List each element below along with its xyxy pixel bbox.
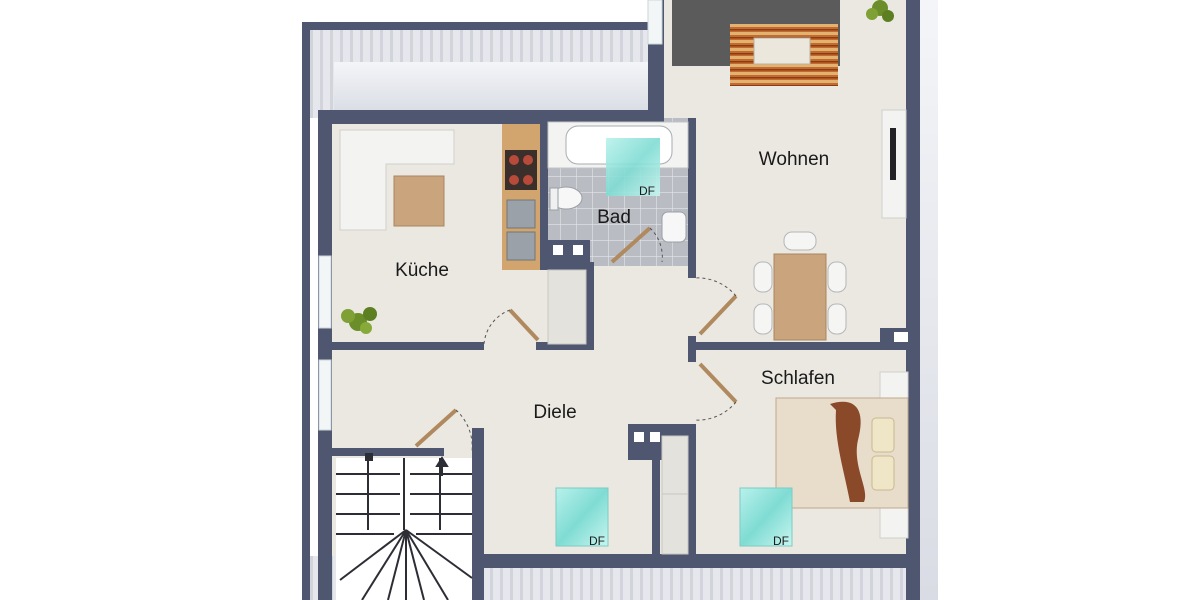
living-furniture	[672, 0, 908, 342]
door-swing-bath	[649, 227, 663, 263]
shaft-vent-icon	[573, 245, 583, 255]
stove-burner-icon	[523, 175, 533, 185]
bathroom-furniture	[547, 121, 689, 345]
corner-bench	[339, 129, 455, 231]
chair-icon	[783, 231, 817, 251]
room-label-hall: Diele	[533, 402, 576, 423]
balcony-shade	[334, 62, 652, 114]
stove-burner-icon	[509, 155, 519, 165]
socket-icon	[894, 332, 908, 342]
coffee-table	[753, 37, 811, 65]
kitchen-furniture	[339, 124, 540, 334]
wall-bath-living	[688, 118, 696, 278]
wall-bottom	[482, 554, 912, 568]
shaft-vent-icon	[553, 245, 563, 255]
room-label-living: Wohnen	[759, 149, 829, 170]
hall-fixtures	[634, 432, 689, 555]
door-kitchen-icon	[508, 308, 540, 342]
staircase	[336, 453, 473, 600]
labels: Küche Bad Wohnen Diele Schlafen DF DF DF	[395, 149, 835, 548]
plant-icon	[866, 0, 894, 22]
window-living	[647, 0, 663, 45]
storage-cupboard	[547, 269, 587, 345]
wall-stair-top	[330, 448, 444, 456]
skylight-bedroom	[739, 487, 793, 547]
door-swing-living	[693, 277, 737, 297]
shaft-vent-icon	[650, 432, 660, 442]
wall-kitchen-bottom-b	[536, 342, 594, 350]
kitchen-table	[393, 175, 445, 227]
dining-chairs	[753, 231, 847, 335]
window-hall	[318, 359, 332, 431]
nightstand	[879, 507, 909, 539]
wall-kitchen-bath	[540, 118, 548, 268]
stove-burner-icon	[509, 175, 519, 185]
door-bath-icon	[610, 226, 652, 264]
bedroom-furniture	[775, 371, 909, 539]
chair-icon	[753, 303, 773, 335]
wall-living-bedroom	[696, 342, 910, 350]
wall-storage-right	[586, 262, 594, 350]
room-label-bedroom: Schlafen	[761, 368, 835, 389]
chair-icon	[827, 303, 847, 335]
stove	[505, 150, 537, 190]
pillow-icon	[871, 417, 895, 453]
sink-basin-icon	[506, 231, 536, 261]
bed-blanket	[830, 401, 866, 502]
door-living-icon	[698, 294, 738, 336]
wall-left	[318, 110, 332, 600]
skylight-label-bedroom: DF	[773, 534, 789, 548]
skylight-hall	[555, 487, 609, 547]
door-entrance-icon	[414, 408, 458, 448]
sink-basin-icon	[506, 199, 536, 229]
door-swing-entrance	[455, 409, 473, 453]
wall-kitchen-bottom-a	[330, 342, 484, 350]
room-label-kitchen: Küche	[395, 260, 449, 281]
skylight-label-hall: DF	[589, 534, 605, 548]
wall-hall-bedroom-right	[688, 424, 696, 558]
window-kitchen	[318, 255, 332, 329]
wall-bath-bottom-left	[540, 262, 592, 270]
tv-icon	[890, 128, 896, 180]
door-swing-bedroom	[693, 401, 737, 421]
room-label-bathroom: Bad	[597, 207, 631, 228]
wall-left-outer	[302, 22, 310, 600]
door-bedroom-icon	[698, 362, 738, 404]
toilet-tank	[549, 187, 559, 211]
plant-icon	[341, 307, 377, 334]
pillow-icon	[871, 455, 895, 491]
wall-living-door-post	[688, 336, 696, 362]
wall-stair-right	[472, 428, 484, 600]
wall-hall-bedroom-left	[652, 424, 660, 558]
walls	[302, 0, 920, 600]
skylight-bath	[606, 138, 660, 196]
skylight-label-bath: DF	[639, 184, 655, 198]
wardrobe	[661, 435, 689, 555]
wall-kitchen-top	[318, 110, 664, 124]
wall-right	[906, 0, 920, 600]
stair-arrow-head-icon	[435, 456, 449, 467]
chair-icon	[753, 261, 773, 293]
dining-table	[773, 253, 827, 341]
stair-start-marker	[365, 453, 373, 461]
doors	[414, 226, 738, 453]
wall-balcony-top	[302, 22, 652, 30]
chair-icon	[827, 261, 847, 293]
shaft-vent-icon	[634, 432, 644, 442]
skylights	[555, 487, 793, 547]
washbasin-icon	[661, 211, 687, 243]
stove-burner-icon	[523, 155, 533, 165]
windows	[318, 0, 663, 431]
